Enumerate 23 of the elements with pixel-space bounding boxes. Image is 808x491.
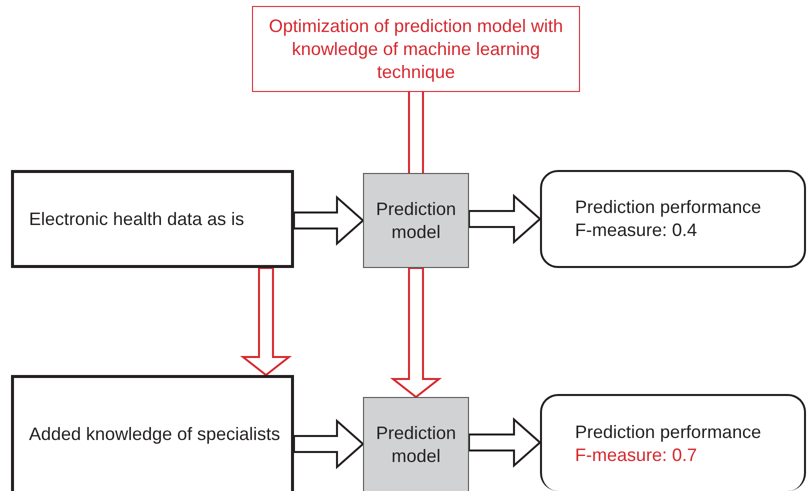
node-detail: F-measure: 0.4 [575, 219, 698, 242]
block-arrow [390, 267, 442, 398]
block-arrow [293, 418, 364, 470]
result-box [540, 170, 806, 268]
model-box [363, 173, 469, 268]
node-label: Optimization of prediction model with knowledge of machine learning technique [268, 14, 564, 84]
node-label: Added knowledge of specialists [29, 423, 282, 446]
goal-box [252, 6, 580, 92]
node-label: Prediction performance [575, 420, 762, 444]
node-detail: F-measure: 0.7 [575, 444, 698, 466]
input-box [11, 375, 294, 491]
model-box [363, 397, 469, 491]
node-label: Electronic health data as is [29, 208, 246, 230]
block-arrow [468, 194, 542, 244]
input-box [11, 170, 294, 268]
node-label: Prediction model [374, 422, 458, 468]
node-label: Prediction model [374, 198, 458, 244]
node-label: Prediction performance [575, 196, 762, 219]
block-arrow [240, 267, 292, 376]
block-arrow [293, 195, 364, 246]
block-arrow [468, 417, 542, 468]
result-box [540, 394, 806, 491]
double-line-connector [408, 91, 424, 174]
